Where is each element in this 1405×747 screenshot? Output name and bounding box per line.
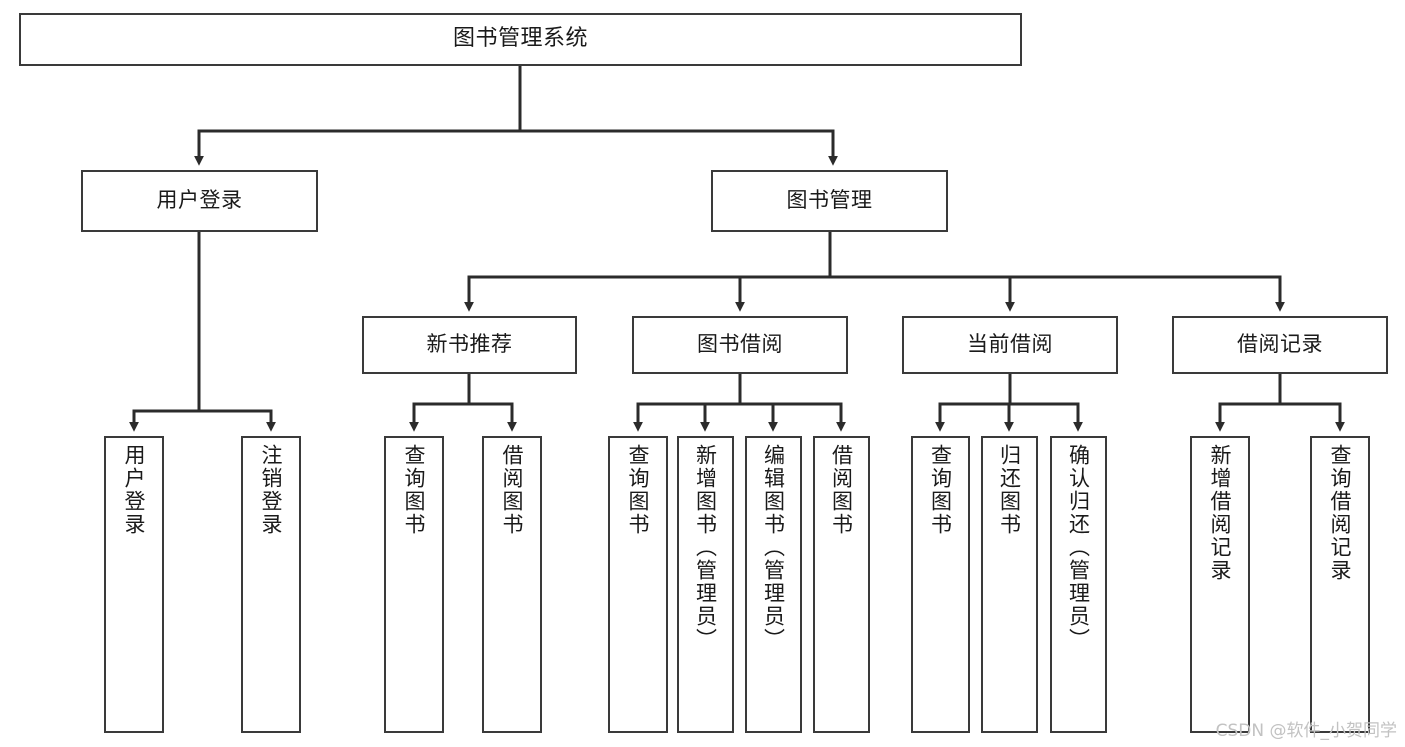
leaf-query-book-borrow[interactable]: 查询图书: [608, 436, 668, 733]
node-label: 新书推荐: [426, 332, 513, 357]
node-label: 确认归还（管理员）: [1066, 444, 1091, 651]
node-label: 用户登录: [122, 444, 147, 536]
watermark-text: CSDN @软件_小贺同学: [1215, 721, 1397, 741]
node-label: 查询图书: [626, 444, 651, 536]
leaf-borrow-book-new[interactable]: 借阅图书: [482, 436, 542, 733]
leaf-borrow-book-borrow[interactable]: 借阅图书: [813, 436, 870, 733]
node-label: 用户登录: [156, 188, 243, 213]
node-label: 借阅图书: [500, 444, 525, 536]
leaf-add-book-admin[interactable]: 新增图书（管理员）: [677, 436, 734, 733]
node-label: 新增借阅记录: [1208, 444, 1233, 582]
leaf-query-book-new[interactable]: 查询图书: [384, 436, 444, 733]
node-label: 编辑图书（管理员）: [761, 444, 786, 651]
leaf-confirm-return-admin[interactable]: 确认归还（管理员）: [1050, 436, 1107, 733]
node-label: 当前借阅: [967, 332, 1053, 357]
node-new-book-recommend[interactable]: 新书推荐: [362, 316, 577, 374]
node-label: 注销登录: [259, 444, 284, 536]
node-root-图书管理系统[interactable]: 图书管理系统: [19, 13, 1022, 66]
node-label: 图书管理: [786, 188, 873, 213]
leaf-logout[interactable]: 注销登录: [241, 436, 301, 733]
node-label: 借阅记录: [1237, 332, 1323, 357]
node-label: 图书借阅: [697, 332, 783, 357]
node-label: 查询借阅记录: [1328, 444, 1353, 582]
node-book-manage[interactable]: 图书管理: [711, 170, 948, 232]
leaf-user-login[interactable]: 用户登录: [104, 436, 164, 733]
node-book-borrow[interactable]: 图书借阅: [632, 316, 848, 374]
leaf-query-book-current[interactable]: 查询图书: [911, 436, 970, 733]
node-borrow-record[interactable]: 借阅记录: [1172, 316, 1388, 374]
node-current-borrow[interactable]: 当前借阅: [902, 316, 1118, 374]
node-user-login[interactable]: 用户登录: [81, 170, 318, 232]
leaf-edit-book-admin[interactable]: 编辑图书（管理员）: [745, 436, 802, 733]
node-label: 查询图书: [402, 444, 427, 536]
node-label: 借阅图书: [829, 444, 854, 536]
node-label: 新增图书（管理员）: [693, 444, 718, 651]
node-label: 图书管理系统: [452, 26, 588, 52]
node-label: 归还图书: [997, 444, 1022, 536]
leaf-return-book[interactable]: 归还图书: [981, 436, 1038, 733]
node-label: 查询图书: [928, 444, 953, 536]
leaf-add-borrow-record[interactable]: 新增借阅记录: [1190, 436, 1250, 733]
leaf-query-borrow-record[interactable]: 查询借阅记录: [1310, 436, 1370, 733]
